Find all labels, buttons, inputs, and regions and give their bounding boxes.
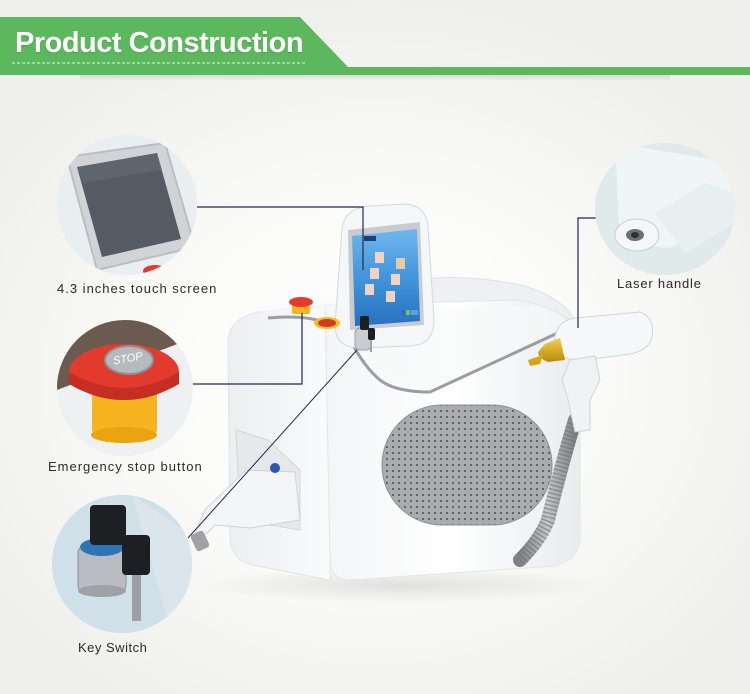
callout-key-switch bbox=[52, 495, 192, 633]
header-banner-shape bbox=[0, 17, 750, 75]
leader-line-touch-screen bbox=[195, 206, 364, 270]
emergency-stop-button-on-machine[interactable] bbox=[289, 297, 340, 329]
laser-handle-on-machine[interactable] bbox=[528, 311, 653, 433]
label-emergency-stop: Emergency stop button bbox=[48, 459, 203, 474]
callout-emergency-stop: STOP bbox=[57, 320, 193, 456]
laser-handle-closeup-image bbox=[595, 143, 735, 275]
label-laser-handle: Laser handle bbox=[617, 276, 702, 291]
page-title: Product Construction bbox=[15, 27, 304, 59]
leader-line-key-switch bbox=[187, 349, 358, 539]
label-touch-screen: 4.3 inches touch screen bbox=[57, 281, 218, 296]
laser-cable-hose bbox=[513, 413, 582, 567]
key-switch-on-machine[interactable] bbox=[354, 316, 375, 352]
section-header: Product Construction bbox=[0, 0, 750, 81]
callout-touch-screen bbox=[57, 135, 197, 275]
leader-line-laser-handle bbox=[577, 217, 596, 328]
banner-shadow bbox=[80, 75, 670, 81]
leader-line-emergency-stop bbox=[190, 313, 303, 385]
emergency-stop-closeup-image bbox=[57, 320, 193, 456]
callout-laser-handle bbox=[595, 143, 735, 275]
touch-screen-closeup-image bbox=[57, 135, 197, 275]
key-switch-closeup-image bbox=[52, 495, 192, 633]
indicator-dot bbox=[270, 463, 280, 473]
ventilation-grille bbox=[381, 404, 553, 526]
label-key-switch: Key Switch bbox=[78, 640, 148, 655]
touch-screen-display[interactable] bbox=[352, 229, 420, 326]
